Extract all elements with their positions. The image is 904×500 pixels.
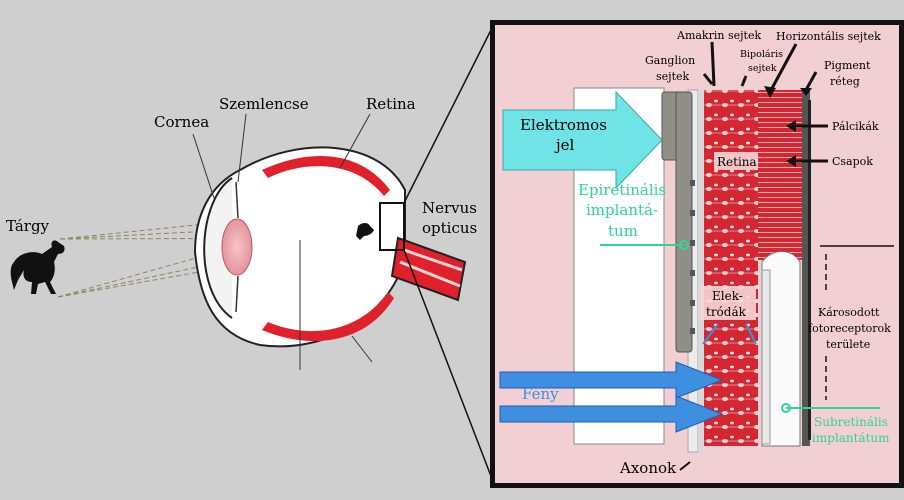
label-ganglion-1: Ganglion (645, 54, 695, 67)
label-lens: Szemlencse (219, 95, 309, 113)
horse-icon (10, 240, 65, 294)
implant-electrodes (690, 180, 695, 334)
label-ganglion-2: sejtek (656, 70, 689, 83)
pigment-layer (802, 90, 810, 446)
label-retina-detail: Retina (717, 155, 757, 169)
eye-illustration (10, 23, 495, 485)
retina-layer-lower (262, 292, 394, 342)
label-axons: Axonok (619, 459, 677, 477)
label-horizontal: Horizontális sejtek (776, 30, 881, 43)
label-electrical-1: Elektromos (520, 116, 607, 134)
label-electrodes-2: tródák (706, 305, 747, 319)
label-pigment-2: réteg (830, 75, 860, 88)
retina-image-icon (356, 223, 374, 240)
damaged-photoreceptor-zone (761, 251, 801, 447)
light-arrow-upper (499, 361, 724, 399)
label-amacrine: Amakrin sejtek (676, 29, 761, 42)
light-arrow-lower (499, 395, 724, 433)
label-cornea: Cornea (154, 113, 209, 131)
label-retina: Retina (366, 95, 416, 113)
optic-nerve (390, 236, 467, 302)
label-subretinal-1: Subretinális (814, 415, 888, 429)
retina-layer (262, 156, 390, 196)
label-pointers (702, 41, 828, 163)
detail-labels: Amakrin sejtek Horizontális sejtek Bipol… (645, 29, 881, 168)
label-epiretinal-1: Epiretinális (578, 181, 666, 199)
label-electrical-2: jel (554, 136, 575, 154)
label-epiretinal-3: tum (608, 222, 638, 240)
label-damaged-3: területe (826, 338, 870, 351)
label-subretinal-2: implantátum (812, 431, 890, 445)
cornea-shape (203, 177, 233, 319)
lens-shape (221, 218, 253, 276)
label-optic-nerve-2: opticus (422, 219, 477, 237)
label-bipolar-2: sejtek (748, 63, 777, 74)
label-damaged-2: fotoreceptorok (808, 322, 891, 335)
retina-cell-layer (704, 90, 758, 446)
label-light: Fény (522, 385, 559, 403)
photoreceptor-layer (758, 90, 802, 260)
label-damaged-1: Károsodott (818, 306, 880, 319)
electrical-signal-arrow (502, 90, 663, 190)
label-rods: Pálcikák (832, 120, 879, 133)
label-pigment-1: Pigment (824, 59, 871, 72)
label-epiretinal-2: implantá- (586, 201, 658, 219)
label-bipolar-1: Bipoláris (740, 49, 783, 60)
label-object: Tárgy (6, 217, 50, 235)
subretinal-implant (761, 269, 771, 445)
detail-panel (490, 20, 904, 488)
label-cones: Csapok (832, 155, 873, 168)
label-electrodes-1: Elek- (712, 289, 743, 303)
label-optic-nerve-1: Nervus (422, 199, 477, 217)
zoom-box (379, 202, 405, 251)
